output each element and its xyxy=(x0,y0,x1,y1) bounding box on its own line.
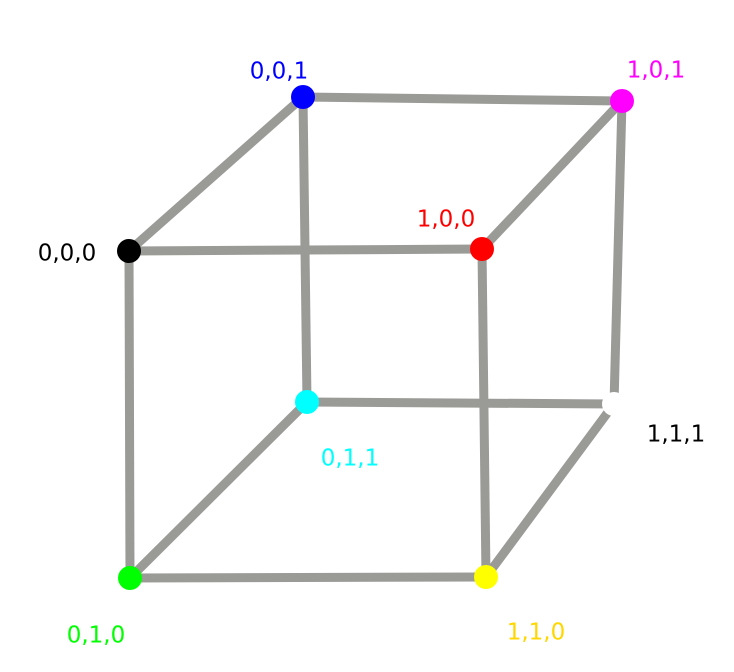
cube-edges xyxy=(124,92,627,583)
vertex-110 xyxy=(474,565,498,589)
vertex-100 xyxy=(470,237,494,261)
vertex-000 xyxy=(117,239,141,263)
edge-v010-v110 xyxy=(129,572,487,583)
vertex-label-001: 0,0,1 xyxy=(250,59,309,85)
edge-v000-v001 xyxy=(126,93,306,255)
vertex-111 xyxy=(602,392,626,416)
vertex-label-110: 1,1,0 xyxy=(507,620,566,646)
vertex-001 xyxy=(291,85,315,109)
vertex-label-011: 0,1,1 xyxy=(321,446,380,472)
vertex-label-101: 1,0,1 xyxy=(627,58,686,84)
vertex-011 xyxy=(295,390,319,414)
vertex-101 xyxy=(610,89,634,113)
edge-v101-v111 xyxy=(609,100,627,405)
vertex-010 xyxy=(118,566,142,590)
vertex-label-111: 1,1,1 xyxy=(647,422,706,448)
edge-v111-v110 xyxy=(482,401,618,580)
vertex-label-010: 0,1,0 xyxy=(67,623,126,649)
edge-v101-v100 xyxy=(478,97,626,253)
vertex-label-100: 1,0,0 xyxy=(417,207,476,233)
cube-vertices xyxy=(117,85,634,590)
edge-v001-v011 xyxy=(298,96,312,403)
vertex-label-000: 0,0,0 xyxy=(38,241,97,267)
edge-v011-v111 xyxy=(306,397,615,409)
edge-v100-v110 xyxy=(477,248,491,578)
edge-v011-v010 xyxy=(126,398,311,582)
cube-vertex-labels: 0,0,0 0,0,1 1,0,1 1,0,0 0,1,1 1,1,1 0,1,0 1,1,0 xyxy=(38,58,706,649)
edge-v001-v101 xyxy=(302,92,623,106)
edge-v000-v010 xyxy=(124,250,135,579)
